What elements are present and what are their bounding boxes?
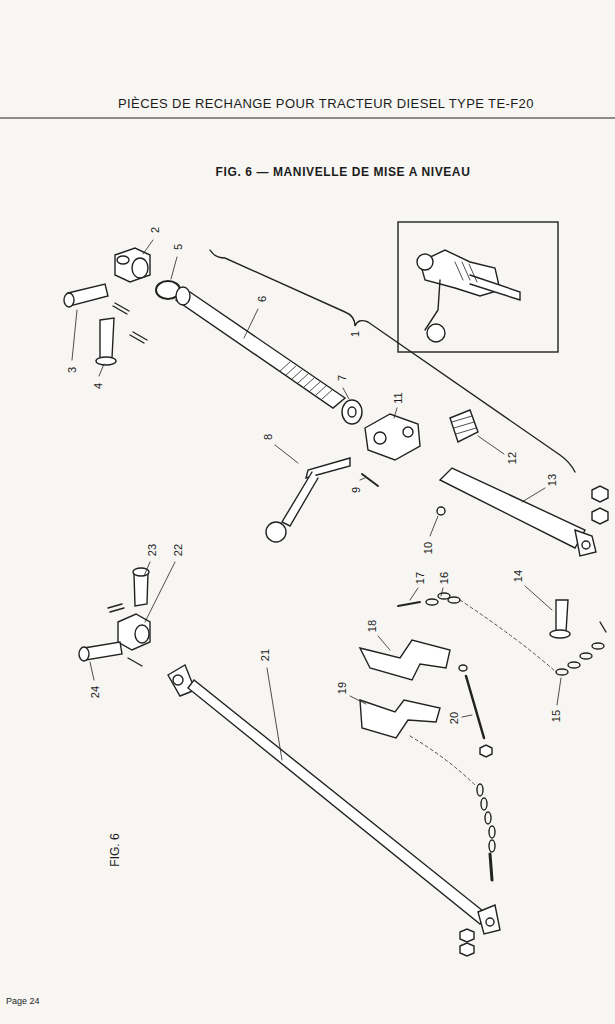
pin: [466, 676, 484, 738]
callout-number: 15: [551, 710, 562, 722]
header-rule: [0, 118, 615, 119]
callout-number: 9: [351, 487, 362, 493]
callout-number: 6: [257, 296, 268, 302]
callout-number: 10: [423, 542, 434, 554]
callout-number: 8: [263, 434, 274, 440]
chain: [398, 593, 460, 606]
figure-title: FIG. 6 — MANIVELLE DE MISE A NIVEAU: [216, 166, 471, 178]
crank-handle: [266, 458, 350, 542]
split-pin: [108, 604, 142, 666]
callout-number: 14: [513, 570, 524, 582]
chain: [460, 600, 604, 675]
callout-number: 18: [367, 620, 378, 632]
pin: [133, 568, 149, 606]
bracket-plate: [360, 640, 450, 680]
lift-tube: [440, 468, 608, 556]
callout-number: 16: [439, 572, 450, 584]
pin: [79, 642, 122, 661]
callout-number: 23: [147, 544, 158, 556]
callout-number: 7: [337, 375, 348, 381]
gear-housing: [365, 414, 420, 460]
nut: [480, 745, 492, 757]
pin: [64, 284, 108, 307]
bracket-plate: [360, 700, 440, 738]
callout-number: 20: [449, 712, 460, 724]
lift-rod: [168, 665, 500, 956]
leader-lines: [72, 240, 561, 760]
nut: [342, 400, 362, 424]
callout-number: 5: [173, 244, 184, 250]
inset-frame: [398, 222, 558, 352]
chain: [410, 736, 495, 880]
page-number: Page 24: [6, 997, 40, 1006]
threaded-rod: [176, 287, 345, 408]
callout-number: 22: [173, 544, 184, 556]
callout-number: 24: [90, 686, 101, 698]
nut: [437, 507, 445, 515]
callout-number: 11: [393, 392, 404, 403]
inset-crank: [417, 250, 520, 342]
bevel-gear: [450, 410, 478, 442]
figure-tag: FIG. 6: [109, 833, 121, 866]
page-header: PIÈCES DE RECHANGE POUR TRACTEUR DIESEL …: [118, 97, 534, 110]
washer: [459, 665, 467, 671]
split-pin: [113, 303, 147, 343]
callout-number: 3: [67, 367, 78, 373]
pin: [362, 474, 378, 486]
exploded-view: [0, 118, 615, 956]
clevis: [115, 248, 150, 282]
callout-number: 17: [415, 572, 426, 584]
callout-number: 2: [150, 227, 161, 233]
callout-number: 19: [337, 682, 348, 694]
callout-number: 1: [350, 331, 361, 337]
pin: [96, 318, 116, 365]
pin: [550, 600, 606, 638]
callout-number: 13: [547, 474, 558, 486]
callout-number: 12: [507, 452, 518, 464]
callout-number: 4: [93, 383, 104, 389]
callout-number: 21: [260, 649, 271, 661]
clevis: [118, 614, 150, 650]
